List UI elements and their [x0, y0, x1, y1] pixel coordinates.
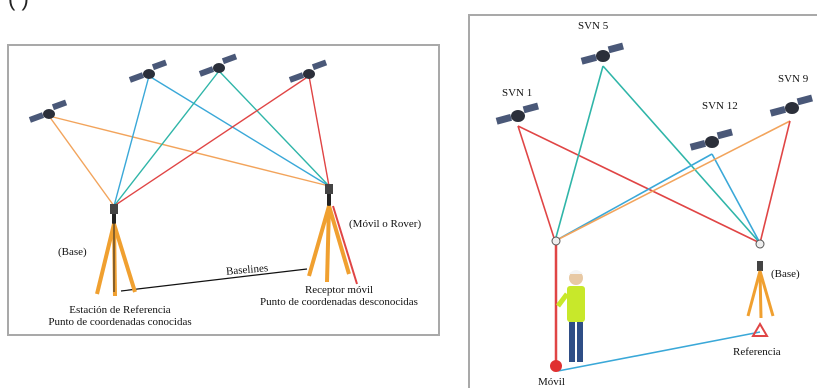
- svn12-label: SVN 12: [702, 100, 738, 112]
- signal-line: [517, 125, 556, 242]
- rover-tripod-icon: [307, 184, 358, 285]
- receiver-label-line1: Receptor móvil: [304, 284, 374, 296]
- surveyor-icon: [556, 270, 585, 362]
- rover-pole-icon: [550, 236, 562, 372]
- satellite-icon: [769, 94, 813, 117]
- receiver-label-line2: Punto de coordenadas desconocidas: [260, 296, 418, 308]
- satellite-icon: [288, 59, 328, 83]
- top-caption: ( ): [8, 0, 29, 12]
- station-label-line1: Estación de Referencia: [69, 304, 171, 316]
- svn1-label: SVN 1: [502, 87, 533, 99]
- satellite-icon: [128, 59, 168, 83]
- left-diagram-canvas: [28, 53, 358, 297]
- signal-line: [554, 65, 604, 242]
- signal-line: [148, 75, 330, 187]
- baseline-line: [120, 268, 308, 292]
- dgps-diagram: SVN 1 SVN 5 SVN 12 SVN 9 (Base) Referenc…: [468, 14, 817, 388]
- signal-line: [113, 70, 220, 207]
- signal-line: [308, 75, 330, 187]
- signal-line: [602, 65, 761, 244]
- base-label: (Base): [771, 268, 800, 280]
- signal-line: [711, 153, 761, 244]
- base-label: (Base): [58, 246, 87, 258]
- base-tripod-icon: [95, 204, 137, 297]
- signal-line: [48, 115, 115, 207]
- base-tripod-icon: [746, 239, 775, 319]
- reference-marker-icon: [751, 322, 769, 337]
- relative-positioning-diagram: (Base) (Móvil o Rover) Baselines Estació…: [7, 44, 440, 336]
- satellite-icon: [28, 99, 68, 123]
- rover-label: (Móvil o Rover): [349, 218, 422, 230]
- satellite-icon: [689, 128, 733, 151]
- receiver-label: Receptor móvil Punto de coordenadas desc…: [251, 284, 427, 308]
- signal-line: [113, 75, 150, 207]
- signal-line: [517, 125, 761, 244]
- signal-line: [48, 115, 330, 187]
- satellite-icon: [495, 102, 539, 125]
- signal-line: [554, 153, 713, 242]
- satellite-icon: [198, 53, 238, 77]
- signal-line: [554, 120, 791, 242]
- mobile-label: Móvil: [538, 376, 565, 388]
- right-diagram-canvas: [495, 42, 813, 372]
- signal-line: [759, 120, 791, 244]
- svn9-label: SVN 9: [778, 73, 809, 85]
- station-label: Estación de Referencia Punto de coordena…: [45, 304, 195, 328]
- ground-link: [557, 331, 761, 372]
- satellite-icon: [580, 42, 624, 65]
- svn5-label: SVN 5: [578, 20, 609, 32]
- signal-line: [113, 75, 310, 207]
- station-label-line2: Punto de coordenadas conocidas: [48, 316, 192, 328]
- reference-label: Referencia: [733, 346, 781, 358]
- signal-line: [218, 70, 330, 187]
